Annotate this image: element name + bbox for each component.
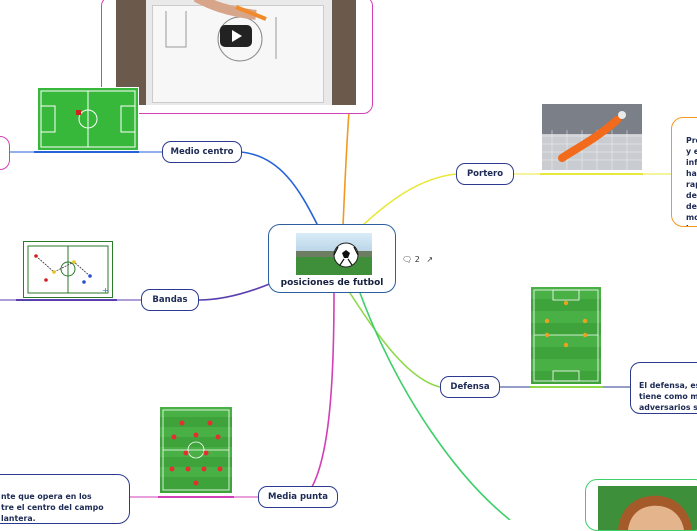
bottom-image-card [585, 479, 697, 531]
link-medio-centro [239, 151, 319, 227]
comment-icon: 🗨 [402, 255, 413, 264]
link-bottom [359, 292, 511, 520]
svg-text:+: + [102, 286, 109, 295]
central-title: posiciones de futbol [280, 278, 384, 288]
underline-portero [540, 173, 643, 175]
node-medio-centro[interactable]: Medio centro [162, 141, 242, 163]
central-image [296, 233, 372, 275]
external-link-icon[interactable]: ↗ [426, 255, 434, 264]
node-label: Media punta [268, 492, 328, 502]
branch-connectors [0, 99, 671, 520]
underline-medio-centro [34, 151, 139, 153]
node-defensa[interactable]: Defensa [440, 376, 500, 398]
central-topic[interactable]: posiciones de futbol [268, 224, 396, 293]
card-portero: Pro y e inf ha rap de de mo la p [671, 117, 697, 227]
node-label: Portero [466, 169, 504, 179]
link-media-punta [304, 292, 335, 498]
comment-indicator[interactable]: 🗨 2 ↗ [402, 255, 433, 264]
tactic-image-bandas: + [23, 241, 113, 298]
link-video [342, 99, 351, 227]
play-button[interactable] [220, 25, 252, 47]
comment-count: 2 [414, 255, 420, 264]
video-thumbnail [116, 0, 356, 105]
goalkeeper-image [542, 104, 642, 170]
node-label: Medio centro [170, 147, 234, 157]
card-portero-text: Pro y e inf ha rap de de mo la p [686, 136, 697, 226]
video-card[interactable] [101, 0, 373, 114]
partial-node-left[interactable] [0, 136, 10, 170]
card-media-punta: nte que opera en los tre el centro del c… [0, 474, 130, 524]
node-media-punta[interactable]: Media punta [258, 486, 338, 508]
node-label: Defensa [450, 382, 490, 392]
link-bandas [198, 282, 273, 301]
card-media-punta-text: nte que opera en los tre el centro del c… [1, 492, 104, 523]
node-label: Bandas [152, 295, 188, 305]
node-portero[interactable]: Portero [456, 163, 514, 185]
card-defensa: El defensa, es tiene como m adversarios … [630, 362, 697, 414]
card-defensa-text: El defensa, es tiene como m adversarios … [639, 381, 697, 412]
underline-media-punta [158, 496, 234, 498]
underline-defensa [530, 386, 603, 388]
play-icon [232, 30, 242, 42]
formation-image-defensa [531, 287, 601, 384]
node-bandas[interactable]: Bandas [141, 289, 199, 311]
pitch-image-medio-centro [37, 87, 139, 151]
formation-image-media-punta [160, 407, 232, 493]
underline-bandas [16, 299, 117, 301]
link-defensa [349, 292, 441, 388]
link-portero [361, 173, 457, 227]
